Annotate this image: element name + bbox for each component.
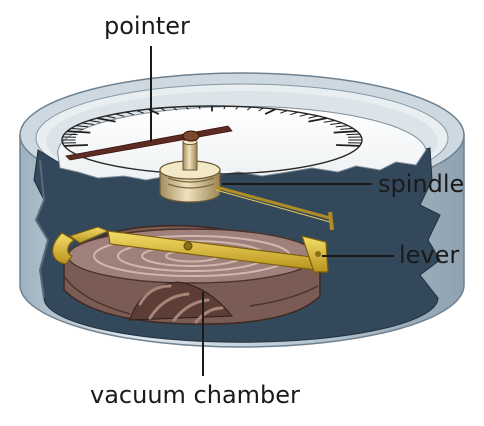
dial-tick bbox=[82, 122, 94, 125]
vacuum-chamber bbox=[63, 224, 321, 325]
callout-lines bbox=[150, 46, 394, 376]
chain-linkage bbox=[215, 185, 334, 231]
dial-scale-ticks bbox=[62, 105, 362, 147]
dial-tick bbox=[290, 111, 299, 116]
dial-tick bbox=[198, 105, 201, 110]
dial-face bbox=[57, 105, 427, 181]
dial-tick bbox=[346, 133, 360, 136]
vacuum-chamber-label: vacuum chamber bbox=[90, 381, 300, 409]
dial-tick bbox=[96, 117, 116, 123]
dial-tick bbox=[105, 115, 116, 119]
spindle-label: spindle bbox=[378, 170, 465, 198]
dial-tick bbox=[299, 113, 309, 117]
dial-tick bbox=[76, 125, 89, 128]
dial-tick bbox=[280, 110, 288, 114]
dial-tick bbox=[223, 105, 226, 110]
dial-tick bbox=[330, 122, 342, 125]
dial-tick bbox=[336, 144, 360, 147]
dial-tick bbox=[67, 130, 91, 134]
dial-tick bbox=[335, 125, 348, 128]
dial-tick bbox=[246, 106, 252, 111]
dial-tick bbox=[264, 108, 276, 115]
pointer-needle bbox=[65, 125, 233, 161]
dial-tick bbox=[323, 120, 335, 123]
dial-tick bbox=[64, 144, 88, 147]
dial-tick bbox=[308, 117, 328, 123]
dial-tick bbox=[115, 113, 125, 117]
dial-tick bbox=[136, 110, 144, 114]
dial-tick bbox=[235, 106, 239, 110]
dial-tick bbox=[308, 115, 319, 119]
dial-tick bbox=[172, 106, 178, 111]
dial-tick bbox=[340, 127, 354, 130]
dial-tick bbox=[185, 106, 189, 110]
dial-tick bbox=[70, 127, 84, 130]
spindle bbox=[159, 138, 221, 203]
pointer-label: pointer bbox=[104, 12, 190, 40]
lever-label: lever bbox=[399, 241, 460, 269]
dial-tick bbox=[258, 107, 264, 112]
lever bbox=[52, 226, 329, 273]
dial-tick bbox=[333, 130, 357, 134]
dial-tick bbox=[160, 107, 166, 112]
dial-tick bbox=[64, 133, 78, 136]
dial-tick bbox=[89, 120, 101, 123]
dial-tick bbox=[125, 111, 134, 116]
